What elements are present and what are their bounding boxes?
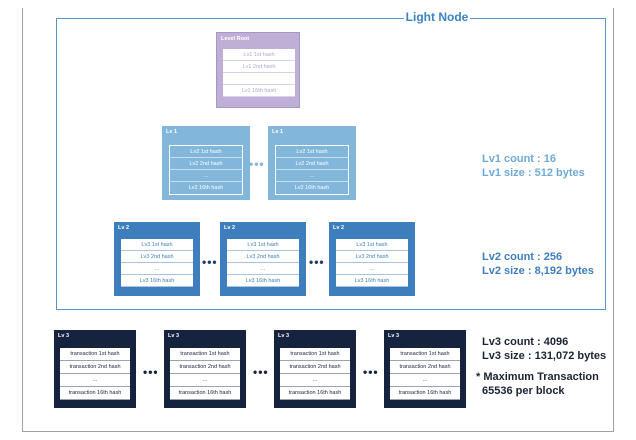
lv3-row: ... — [390, 374, 460, 387]
lv3-row: transaction 1st hash — [170, 348, 240, 361]
lv3-row: transaction 1st hash — [280, 348, 350, 361]
lv2-box-title: Lv 2 — [333, 225, 345, 231]
max-transaction-note: * Maximum Transaction — [476, 371, 599, 383]
lv2-row: Lv3 16th hash — [227, 275, 299, 287]
lv3-box-title: Lv 3 — [58, 333, 70, 339]
lv3-box: Lv 3 transaction 1st hash transaction 2n… — [164, 330, 246, 408]
lv3-row: transaction 16th hash — [170, 387, 240, 400]
lv2-box-title: Lv 2 — [118, 225, 130, 231]
light-node-frame — [56, 18, 606, 310]
lv3-row: transaction 1st hash — [390, 348, 460, 361]
lv3-row: transaction 2nd hash — [390, 361, 460, 374]
lv3-row: ... — [170, 374, 240, 387]
lv1-box-title: Lv 1 — [166, 129, 178, 135]
lv2-count: Lv2 count : 256 — [482, 251, 563, 263]
lv3-row: transaction 16th hash — [60, 387, 130, 400]
lv3-box: Lv 3 transaction 1st hash transaction 2n… — [54, 330, 136, 408]
lv2-row: Lv3 2nd hash — [227, 251, 299, 263]
lv1-size: Lv1 size : 512 bytes — [482, 167, 585, 179]
level-root-box: Level Root Lv1 1st hash Lv1 2nd hash Lv1… — [216, 32, 300, 108]
lv3-ellipsis: ••• — [253, 365, 269, 379]
level-root-title: Level Root — [221, 36, 250, 42]
lv3-box-rows: transaction 1st hash transaction 2nd has… — [170, 348, 240, 400]
lv3-row: transaction 2nd hash — [170, 361, 240, 374]
lv1-box-rows: Lv2 1st hash Lv2 2nd hash ... Lv2 16th h… — [275, 145, 349, 195]
lv1-box: Lv 1 Lv2 1st hash Lv2 2nd hash ... Lv2 1… — [162, 126, 250, 200]
lv2-row: Lv3 1st hash — [121, 239, 193, 251]
level-root-rows: Lv1 1st hash Lv1 2nd hash Lv1 16th hash — [223, 49, 295, 97]
lv3-row: transaction 16th hash — [390, 387, 460, 400]
lv2-row: Lv3 2nd hash — [121, 251, 193, 263]
lv3-ellipsis: ••• — [363, 365, 379, 379]
lv3-row: transaction 2nd hash — [280, 361, 350, 374]
lv2-box-rows: Lv3 1st hash Lv3 2nd hash ... Lv3 16th h… — [227, 239, 299, 287]
lv3-box: Lv 3 transaction 1st hash transaction 2n… — [274, 330, 356, 408]
lv2-row: Lv3 1st hash — [227, 239, 299, 251]
lv1-row: ... — [170, 170, 242, 182]
lv2-row: ... — [336, 263, 408, 275]
lv2-ellipsis: ••• — [309, 255, 325, 269]
lv1-row: Lv2 16th hash — [188, 185, 224, 191]
lv1-ellipsis: ••• — [249, 157, 265, 171]
lv1-row: ... — [276, 170, 348, 182]
lv2-row: Lv3 1st hash — [336, 239, 408, 251]
lv3-row: transaction 16th hash — [280, 387, 350, 400]
outer-frame — [22, 8, 614, 432]
light-node-title: Light Node — [405, 10, 469, 24]
lv3-row: transaction 1st hash — [60, 348, 130, 361]
lv3-ellipsis: ••• — [143, 365, 159, 379]
level-root-row: Lv1 1st hash — [223, 49, 295, 61]
lv1-row: Lv2 2nd hash — [170, 158, 242, 170]
lv3-size: Lv3 size : 131,072 bytes — [482, 350, 607, 362]
lv2-box-rows: Lv3 1st hash Lv3 2nd hash ... Lv3 16th h… — [336, 239, 408, 287]
lv1-count: Lv1 count : 16 — [482, 153, 556, 165]
lv2-row: ... — [121, 263, 193, 275]
level-root-row: Lv1 16th hash — [223, 85, 295, 97]
lv2-row: Lv3 16th hash — [121, 275, 193, 287]
lv3-count: Lv3 count : 4096 — [482, 336, 569, 348]
lv1-box: Lv 1 Lv2 1st hash Lv2 2nd hash ... Lv2 1… — [268, 126, 356, 200]
lv3-row: transaction 2nd hash — [60, 361, 130, 374]
lv2-size: Lv2 size : 8,192 bytes — [482, 265, 594, 277]
lv2-box: Lv 2 Lv3 1st hash Lv3 2nd hash ... Lv3 1… — [114, 222, 200, 296]
lv2-ellipsis: ••• — [202, 255, 218, 269]
lv2-row: ... — [227, 263, 299, 275]
lv1-row: Lv2 1st hash — [276, 146, 348, 158]
level-root-row — [223, 73, 295, 85]
lv2-box-rows: Lv3 1st hash Lv3 2nd hash ... Lv3 16th h… — [121, 239, 193, 287]
lv3-row: ... — [60, 374, 130, 387]
lv2-box-title: Lv 2 — [224, 225, 236, 231]
lv3-box-rows: transaction 1st hash transaction 2nd has… — [390, 348, 460, 400]
lv1-row: Lv2 1st hash — [170, 146, 242, 158]
lv2-box: Lv 2 Lv3 1st hash Lv3 2nd hash ... Lv3 1… — [220, 222, 306, 296]
lv1-box-title: Lv 1 — [272, 129, 284, 135]
lv1-box-rows: Lv2 1st hash Lv2 2nd hash ... Lv2 16th h… — [169, 145, 243, 195]
lv3-box: Lv 3 transaction 1st hash transaction 2n… — [384, 330, 466, 408]
max-transaction-per-block: 65536 per block — [482, 385, 565, 397]
lv2-row: Lv3 2nd hash — [336, 251, 408, 263]
lv2-row: Lv3 16th hash — [336, 275, 408, 287]
lv3-box-rows: transaction 1st hash transaction 2nd has… — [60, 348, 130, 400]
lv3-box-title: Lv 3 — [278, 333, 290, 339]
light-node-frame-top-left — [56, 18, 404, 19]
lv3-box-title: Lv 3 — [168, 333, 180, 339]
light-node-frame-top-right — [470, 18, 606, 19]
lv1-row: Lv2 2nd hash — [276, 158, 348, 170]
level-root-row: Lv1 2nd hash — [223, 61, 295, 73]
lv3-box-title: Lv 3 — [388, 333, 400, 339]
lv2-box: Lv 2 Lv3 1st hash Lv3 2nd hash ... Lv3 1… — [329, 222, 415, 296]
lv3-box-rows: transaction 1st hash transaction 2nd has… — [280, 348, 350, 400]
lv3-row: ... — [280, 374, 350, 387]
lv1-row: Lv2 16th hash — [294, 185, 330, 191]
